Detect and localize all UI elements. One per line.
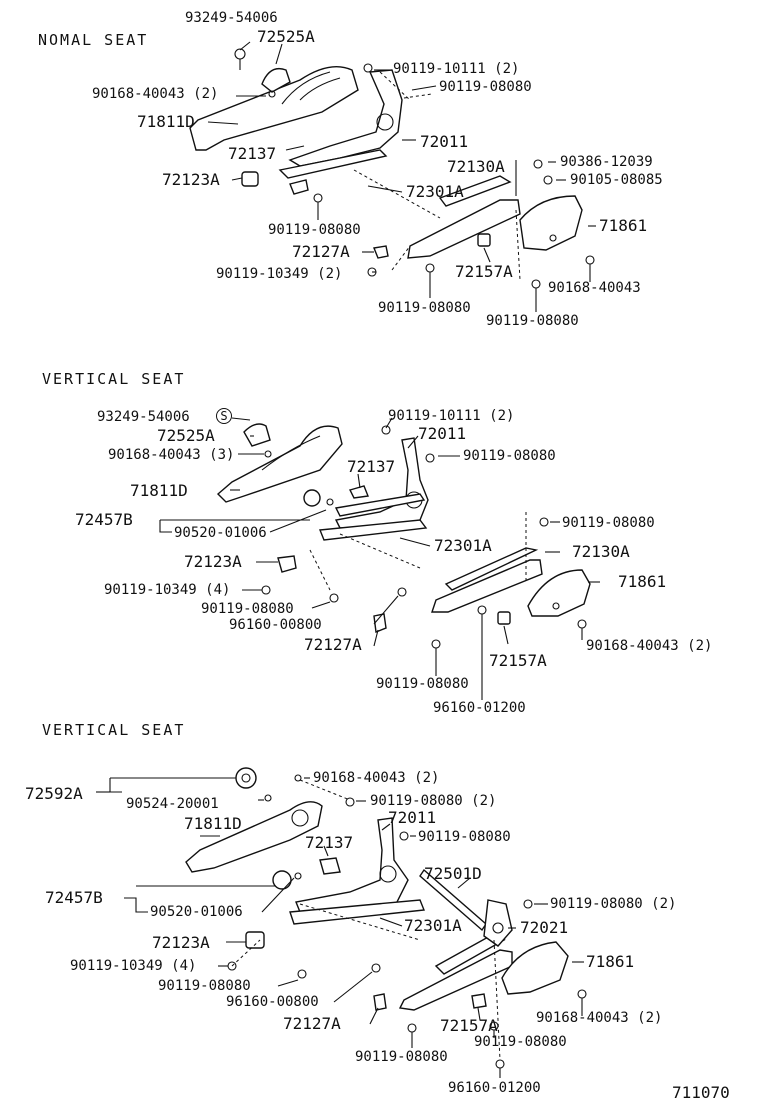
part-label: 93249-54006 bbox=[97, 409, 190, 425]
part-label: 90119-08080 bbox=[201, 601, 294, 617]
part-label: 72011 bbox=[388, 808, 437, 827]
part-label: 90119-10111 (2) bbox=[388, 408, 515, 424]
part-label: 90119-08080 bbox=[268, 222, 361, 238]
part-label: 90168-40043 (2) bbox=[586, 638, 713, 654]
part-label: 90119-08080 bbox=[376, 676, 469, 692]
part-label: 90119-08080 bbox=[355, 1049, 448, 1065]
part-label: 72501D bbox=[424, 864, 482, 883]
part-label: 96160-00800 bbox=[226, 994, 319, 1010]
part-label: 90119-08080 (2) bbox=[550, 896, 677, 912]
part-label: 90119-10349 (4) bbox=[104, 582, 231, 598]
part-label: 90168-40043 (2) bbox=[313, 770, 440, 786]
part-label: 72127A bbox=[304, 635, 362, 654]
part-label: 72157A bbox=[455, 262, 513, 281]
section1-drawing bbox=[189, 41, 596, 312]
part-label: 90119-08080 bbox=[418, 829, 511, 845]
part-label: 72123A bbox=[162, 170, 220, 189]
section-title-vertical-seat-1: VERTICAL SEAT bbox=[42, 370, 186, 388]
part-label: 72123A bbox=[184, 552, 242, 571]
part-label: 90119-08080 bbox=[378, 300, 471, 316]
part-label: 72525A bbox=[257, 27, 315, 46]
part-label: 90386-12039 bbox=[560, 154, 653, 170]
part-label: 93249-54006 bbox=[185, 10, 278, 26]
part-label: 90119-08080 (2) bbox=[370, 793, 497, 809]
part-label: 90119-08080 bbox=[474, 1034, 567, 1050]
part-label: 71861 bbox=[618, 572, 667, 591]
part-label: 90119-08080 bbox=[158, 978, 251, 994]
part-label: 72301A bbox=[404, 916, 462, 935]
diagram-code: 711070 bbox=[672, 1083, 730, 1102]
part-label: 72011 bbox=[418, 424, 467, 443]
part-label: 90168-40043 (3) bbox=[108, 447, 235, 463]
part-label: 72011 bbox=[420, 132, 469, 151]
part-label: 71811D bbox=[137, 112, 195, 131]
part-label: 90119-10349 (2) bbox=[216, 266, 343, 282]
part-label: 90119-08080 bbox=[463, 448, 556, 464]
part-label: 72301A bbox=[434, 536, 492, 555]
part-label: 72301A bbox=[406, 182, 464, 201]
part-label: 71811D bbox=[184, 814, 242, 833]
section3-drawing bbox=[96, 767, 587, 1078]
part-label: 72021 bbox=[520, 918, 569, 937]
symbol-s-icon: S bbox=[216, 408, 232, 424]
part-label: 72127A bbox=[283, 1014, 341, 1033]
part-label: 96160-01200 bbox=[433, 700, 526, 716]
part-label: 72137 bbox=[347, 457, 396, 476]
part-label: 71861 bbox=[586, 952, 635, 971]
part-label: 90168-40043 bbox=[548, 280, 641, 296]
part-label: 71811D bbox=[130, 481, 188, 500]
part-label: 90119-10349 (4) bbox=[70, 958, 197, 974]
part-label: 90119-10111 (2) bbox=[393, 61, 520, 77]
part-label: 72157A bbox=[489, 651, 547, 670]
part-label: 72123A bbox=[152, 933, 210, 952]
part-label: 90119-08080 bbox=[439, 79, 532, 95]
part-label: 72127A bbox=[292, 242, 350, 261]
section2-drawing bbox=[159, 417, 600, 700]
part-label: 72457B bbox=[45, 888, 103, 907]
part-label: 90520-01006 bbox=[150, 904, 243, 920]
part-label: 72130A bbox=[447, 157, 505, 176]
part-label: 72137 bbox=[305, 833, 354, 852]
part-label: 72130A bbox=[572, 542, 630, 561]
part-label: 71861 bbox=[599, 216, 648, 235]
part-label: 90168-40043 (2) bbox=[536, 1010, 663, 1026]
part-label: 90119-08080 bbox=[486, 313, 579, 329]
part-label: 90105-08085 bbox=[570, 172, 663, 188]
part-label: 90520-01006 bbox=[174, 525, 267, 541]
part-label: 72457B bbox=[75, 510, 133, 529]
part-label: 90168-40043 (2) bbox=[92, 86, 219, 102]
part-label: 90524-20001 bbox=[126, 796, 219, 812]
part-label: 90119-08080 bbox=[562, 515, 655, 531]
part-label: 72525A bbox=[157, 426, 215, 445]
section-title-normal-seat: NOMAL SEAT bbox=[38, 31, 149, 49]
part-label: 72157A bbox=[440, 1016, 498, 1035]
part-label: 96160-01200 bbox=[448, 1080, 541, 1096]
section-title-vertical-seat-2: VERTICAL SEAT bbox=[42, 721, 186, 739]
part-label: 72137 bbox=[228, 144, 277, 163]
part-label: 72592A bbox=[25, 784, 83, 803]
part-label: 96160-00800 bbox=[229, 617, 322, 633]
